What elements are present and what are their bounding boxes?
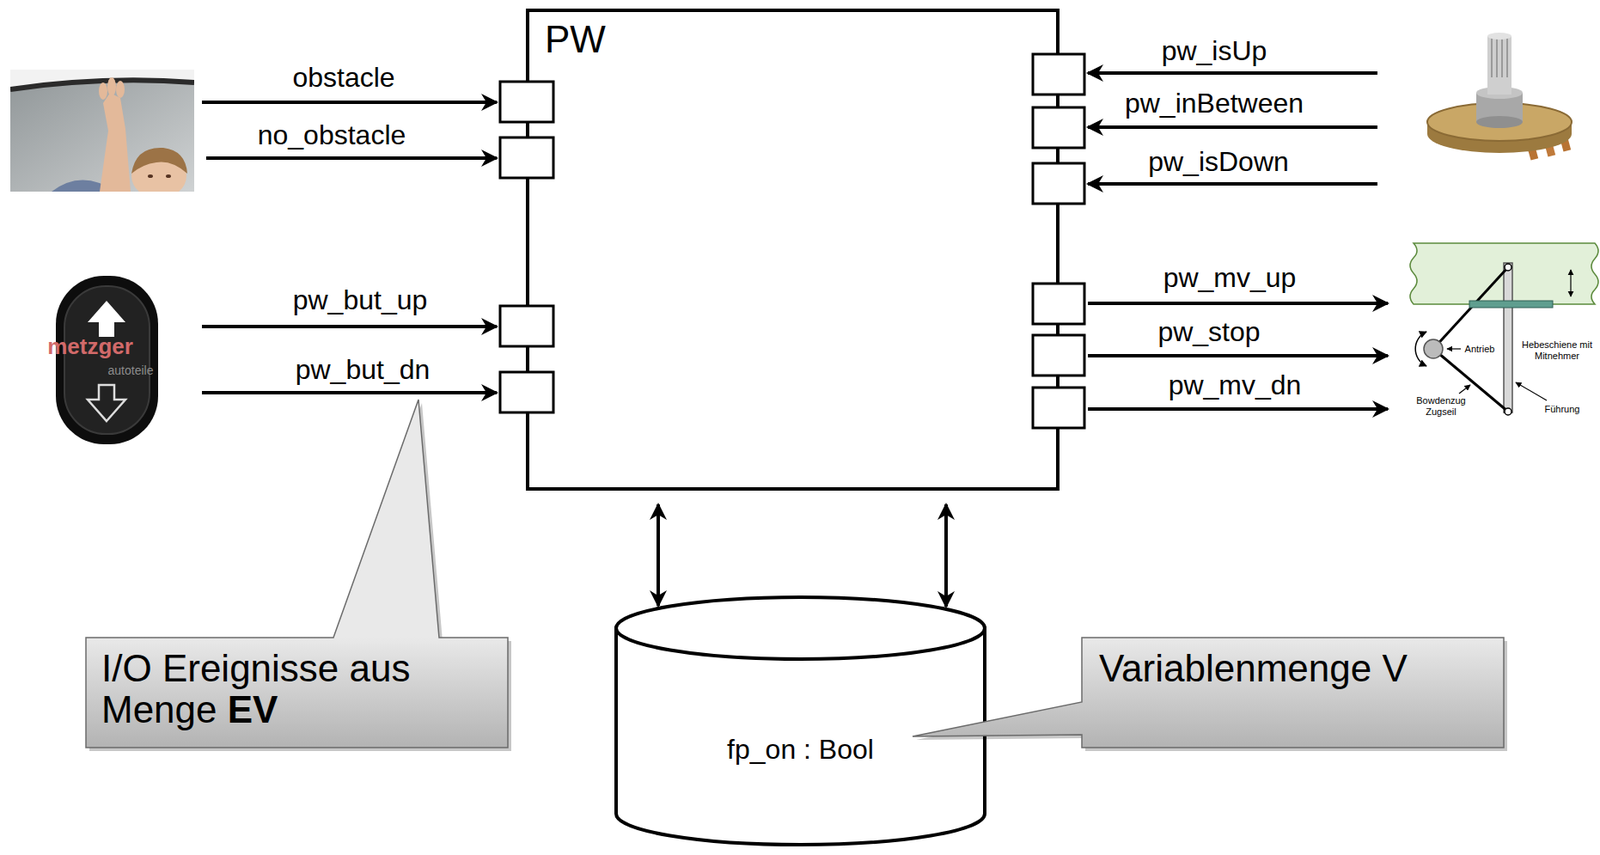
input-arrow [201, 390, 497, 395]
port-square [500, 372, 554, 413]
node-outline [614, 597, 987, 845]
callout-shape [912, 637, 1504, 748]
child-photo [107, 77, 117, 97]
node-text: I/O Ereignisse aus Menge EV [101, 647, 493, 732]
port-square [1032, 283, 1085, 324]
node-outline [525, 8, 1060, 491]
window-lifter-sketch [1423, 339, 1443, 359]
port-square [500, 137, 554, 178]
connector-arrow [944, 504, 948, 607]
part-label: Antrieb [1464, 343, 1497, 355]
potentiometer-photo [1496, 37, 1498, 78]
port-square [1032, 163, 1085, 204]
part-label: Führung [1544, 403, 1582, 416]
signal-name: pw_but_up [293, 284, 428, 317]
callout-box: Variablenmenge V [1081, 637, 1504, 748]
port-square [500, 305, 554, 347]
child-photo [116, 80, 125, 98]
window-lifter-sketch [1515, 382, 1547, 401]
input-arrow [201, 100, 497, 104]
node-text: PW [544, 18, 1041, 61]
variable-store-cylinder: fp_on : Bool [614, 597, 987, 845]
signal-name: pw_mv_dn [1168, 369, 1302, 402]
window-switch-icon [55, 275, 159, 445]
potentiometer-photo [1491, 37, 1508, 78]
signal-name: pw_but_dn [295, 354, 431, 386]
signal-name: no_obstacle [257, 119, 407, 152]
callout-shape [85, 399, 508, 748]
input-arrow [1087, 125, 1378, 129]
potentiometer-photo [1427, 32, 1572, 161]
signal-name: pw_inBetween [1124, 87, 1304, 120]
component-border [527, 10, 1058, 489]
part-label: Bowdenzug Zugseil [1410, 395, 1472, 417]
connector-arrow [656, 504, 660, 606]
callout-box: I/O Ereignisse aus Menge EV [85, 637, 508, 748]
window-lifter-sketch [1459, 384, 1471, 394]
pw-component-box: PW [525, 8, 1060, 491]
window-lifter-sketch [1569, 269, 1571, 297]
port-square [1032, 335, 1085, 376]
node-text-emphasis: EV [227, 688, 279, 731]
potentiometer-photo [1506, 37, 1509, 78]
window-switch-icon [87, 384, 126, 422]
signal-name: pw_mv_up [1163, 262, 1297, 294]
child-photo [147, 174, 153, 178]
port-square [500, 81, 554, 123]
port-square [1032, 107, 1085, 148]
port-square [1032, 54, 1085, 95]
watermark: autoteile [108, 363, 154, 378]
cylinder-top [616, 597, 985, 660]
window-lifter-sketch [1504, 408, 1512, 416]
input-arrow [1087, 71, 1378, 75]
potentiometer-photo [1490, 37, 1493, 78]
input-arrow [1087, 182, 1378, 186]
child-photo [165, 174, 171, 178]
potentiometer-photo [1476, 116, 1523, 129]
potentiometer-photo [1487, 36, 1512, 95]
output-arrow [1087, 407, 1388, 411]
watermark: metzger [47, 334, 134, 361]
child-photo [98, 82, 108, 100]
signal-name: pw_isUp [1161, 35, 1268, 68]
window-lifter-sketch [1410, 243, 1599, 416]
window-lifter-sketch [1415, 331, 1427, 367]
node-text: fp_on : Bool [726, 734, 874, 765]
input-arrow [201, 324, 497, 329]
window-lifter-sketch [1469, 300, 1553, 308]
potentiometer-photo [1487, 32, 1512, 40]
child-photo [131, 147, 188, 174]
child-photo [10, 69, 195, 192]
window-switch-icon [55, 275, 159, 445]
part-label: Hebeschiene mit Mitnehmer [1518, 339, 1596, 361]
child-photo [99, 92, 131, 192]
signal-name: pw_isDown [1148, 146, 1289, 178]
window-switch-icon [87, 300, 126, 337]
port-square [1032, 387, 1085, 428]
window-lifter-sketch [1503, 262, 1513, 413]
signal-name: obstacle [292, 61, 395, 94]
signal-name: pw_stop [1157, 316, 1260, 349]
potentiometer-photo [1501, 37, 1503, 78]
output-arrow [1087, 354, 1388, 358]
output-arrow [1087, 301, 1388, 306]
window-lifter-sketch [1447, 348, 1461, 349]
window-switch-icon [64, 286, 150, 434]
input-arrow [206, 156, 497, 160]
node-text: Variablenmenge V [1099, 647, 1487, 690]
window-lifter-sketch [1504, 263, 1512, 271]
